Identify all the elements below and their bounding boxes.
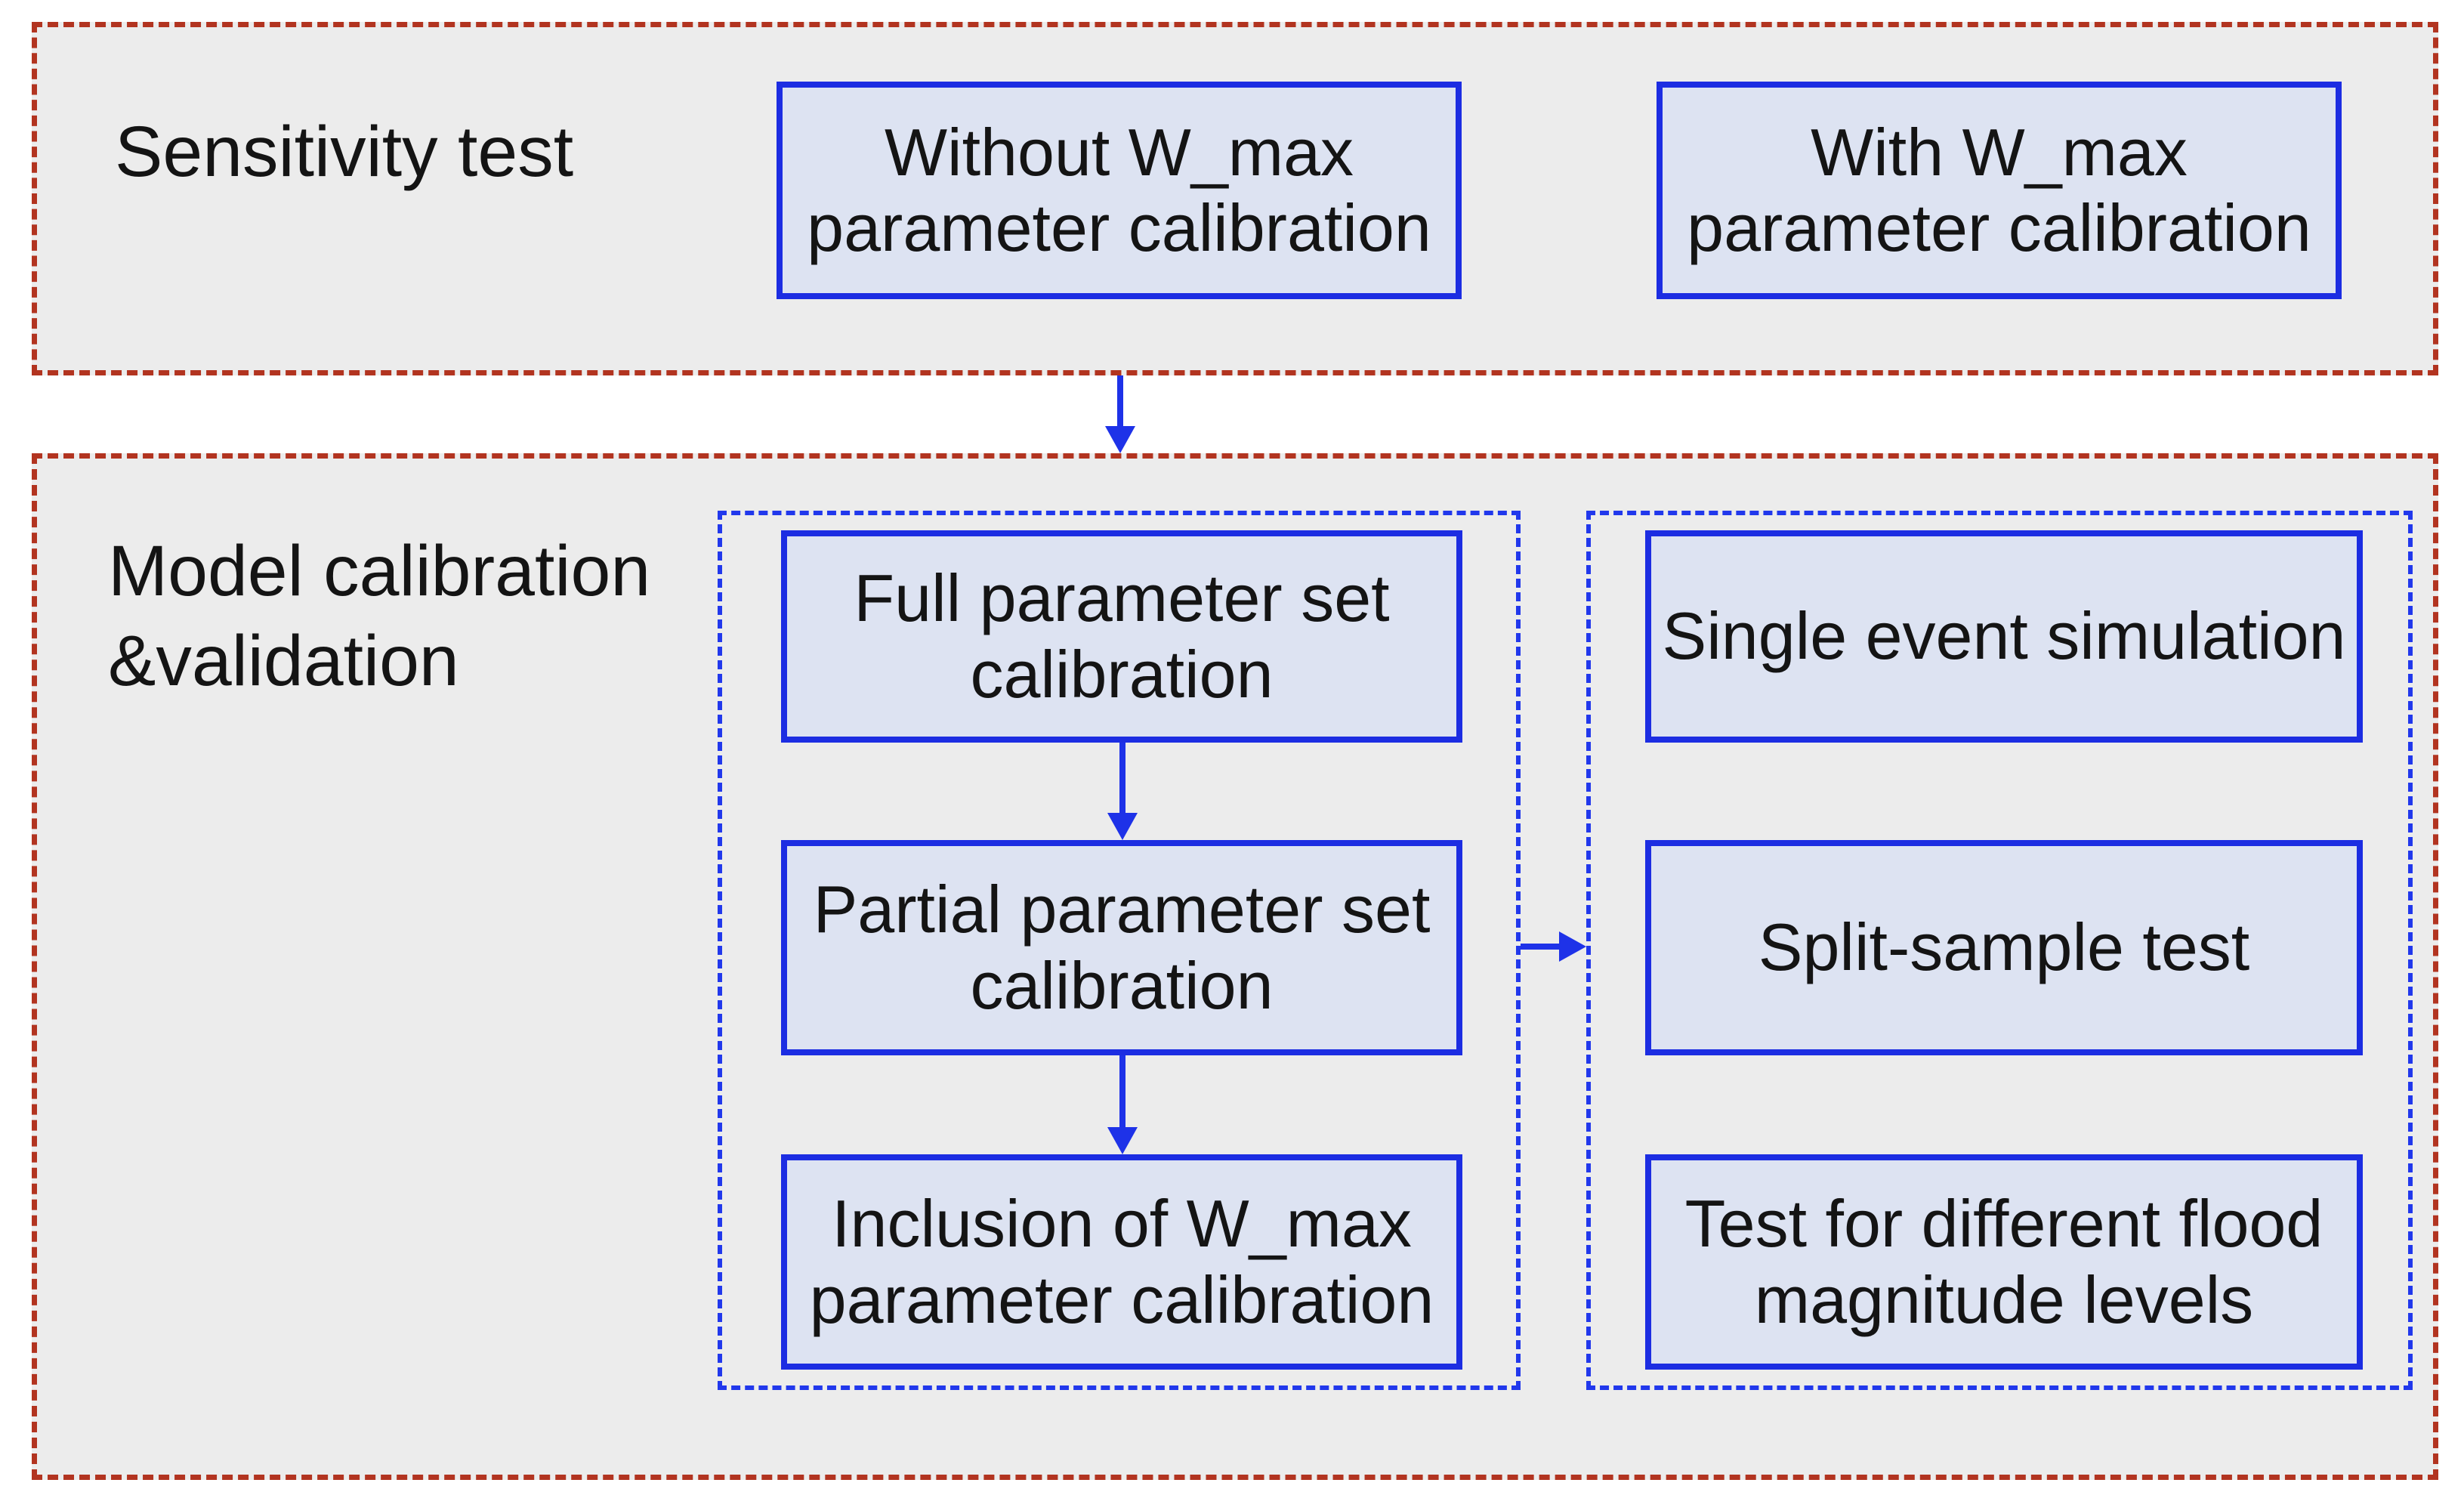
box-text-line: calibration bbox=[970, 947, 1274, 1023]
section-connector-arrow bbox=[1105, 375, 1135, 453]
box-text-line: parameter calibration bbox=[809, 1262, 1434, 1337]
split-sample-test-box: Split-sample test bbox=[1645, 840, 2363, 1055]
box-text-line: Without W_max bbox=[884, 114, 1354, 190]
arrow-head-right-icon bbox=[1559, 931, 1586, 962]
wmax-inclusion-box: Inclusion of W_max parameter calibration bbox=[781, 1154, 1462, 1370]
partial-parameter-calibration-box: Partial parameter set calibration bbox=[781, 840, 1462, 1055]
box-text-line: Full parameter set bbox=[854, 561, 1390, 636]
arrow-head-down-icon bbox=[1105, 426, 1135, 453]
box-text-line: Inclusion of W_max bbox=[832, 1186, 1412, 1262]
full-to-partial-arrow bbox=[1107, 743, 1138, 840]
box-text-line: parameter calibration bbox=[807, 190, 1431, 265]
arrow-head-down-icon bbox=[1107, 1127, 1138, 1154]
without-wmax-box: Without W_max parameter calibration bbox=[777, 82, 1462, 299]
box-text-line: calibration bbox=[970, 636, 1274, 712]
model-label-line: Model calibration bbox=[108, 531, 651, 611]
partial-to-inclusion-arrow bbox=[1107, 1055, 1138, 1154]
model-label-line: &validation bbox=[108, 620, 459, 701]
validation-stack-frame bbox=[1586, 511, 2413, 1390]
box-text-line: parameter calibration bbox=[1687, 190, 2311, 265]
arrow-stem bbox=[1117, 375, 1123, 428]
sensitivity-label: Sensitivity test bbox=[115, 107, 573, 197]
model-calibration-label: Model calibration &validation bbox=[108, 527, 650, 706]
box-text-line: Partial parameter set bbox=[813, 872, 1431, 947]
box-text-line: magnitude levels bbox=[1754, 1262, 2254, 1337]
single-event-simulation-box: Single event simulation bbox=[1645, 530, 2363, 743]
flood-magnitude-test-box: Test for different flood magnitude level… bbox=[1645, 1154, 2363, 1370]
sensitivity-label-text: Sensitivity test bbox=[115, 112, 574, 192]
box-text-line: Test for different flood bbox=[1684, 1186, 2324, 1262]
arrow-head-down-icon bbox=[1107, 813, 1138, 840]
arrow-stem bbox=[1119, 743, 1125, 814]
chain-to-validation-arrow bbox=[1521, 931, 1586, 962]
box-text-line: Split-sample test bbox=[1758, 910, 2250, 985]
with-wmax-box: With W_max parameter calibration bbox=[1657, 82, 2342, 299]
box-text-line: Single event simulation bbox=[1662, 598, 2346, 674]
box-text-line: With W_max bbox=[1811, 114, 2188, 190]
calibration-chain-frame bbox=[718, 511, 1521, 1390]
arrow-stem bbox=[1119, 1055, 1125, 1129]
full-parameter-calibration-box: Full parameter set calibration bbox=[781, 530, 1462, 743]
arrow-stem bbox=[1521, 944, 1561, 950]
